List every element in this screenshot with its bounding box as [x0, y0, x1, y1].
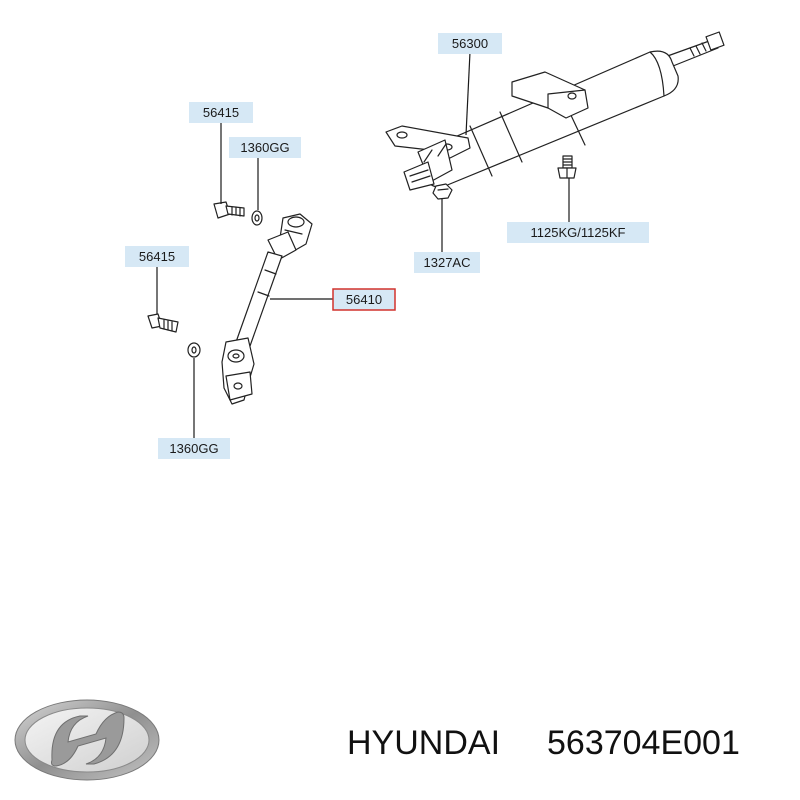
callout-label-1360gg-bottom: 1360GG	[169, 441, 218, 456]
brand-label: HYUNDAI 563704E001	[347, 724, 740, 762]
callout-label-56300: 56300	[452, 36, 488, 51]
callout-label-56415-left: 56415	[139, 249, 175, 264]
leader-lines	[156, 51, 570, 440]
bolt-1125kg	[557, 155, 577, 179]
callout-label-1327ac: 1327AC	[424, 255, 471, 270]
callout-1327ac: 1327AC	[414, 252, 480, 273]
callout-56415-top: 56415	[189, 102, 253, 123]
callout-56415-left: 56415	[125, 246, 189, 267]
callout-label-56410: 56410	[346, 292, 382, 307]
nut-1327ac	[432, 183, 453, 200]
callout-1360gg-bottom: 1360GG	[158, 438, 230, 459]
callout-label-1360gg-top: 1360GG	[240, 140, 289, 155]
callout-56300: 56300	[438, 33, 502, 54]
steering-column-assembly	[385, 31, 725, 191]
washer-1360gg-bottom	[187, 342, 201, 358]
bolt-56415-left	[147, 313, 179, 333]
callout-1125kg: 1125KG/1125KF	[507, 222, 649, 243]
bolt-56415-top	[213, 201, 245, 219]
callout-1360gg-top: 1360GG	[229, 137, 301, 158]
part-number: 563704E001	[547, 724, 740, 762]
washer-1360gg-top	[251, 210, 263, 226]
callout-56410: 56410	[332, 288, 396, 311]
brand-name: HYUNDAI	[347, 724, 500, 762]
hyundai-logo-icon	[14, 699, 160, 781]
callout-label-56415-top: 56415	[203, 105, 239, 120]
intermediate-shaft	[221, 213, 313, 405]
callout-label-1125kg: 1125KG/1125KF	[531, 225, 626, 240]
